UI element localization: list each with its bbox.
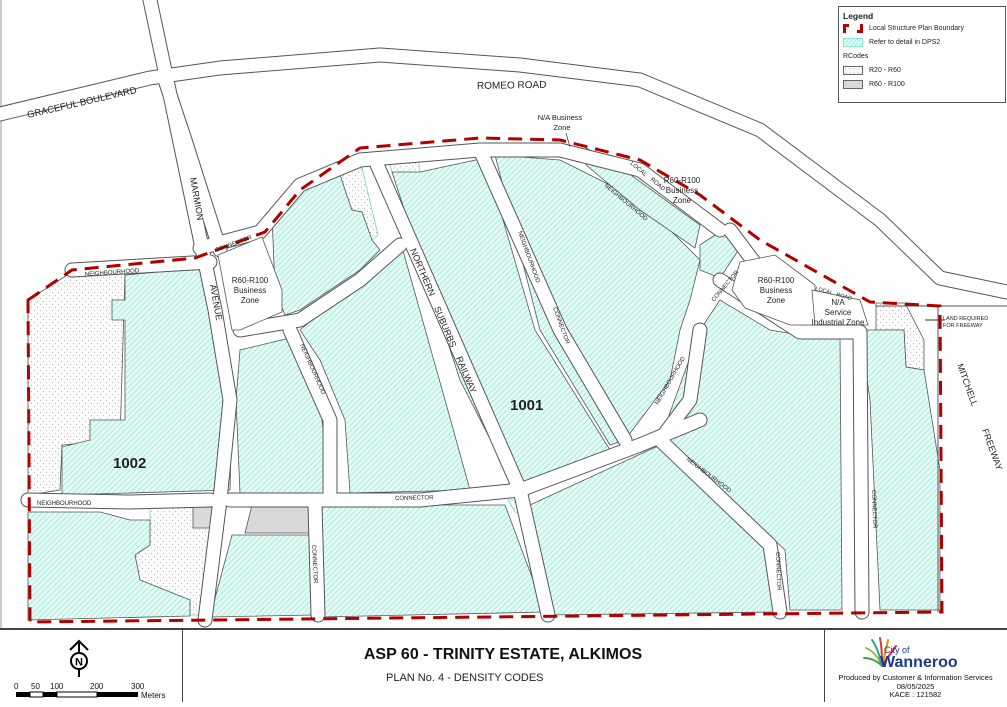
north-scale-panel: N 0 50 100 200 300 Meters <box>0 630 183 702</box>
dps2-hatched-areas <box>27 147 941 621</box>
business-zones <box>217 236 869 331</box>
north-arrow-icon: N <box>16 639 138 698</box>
zone-label-na-service: N/A <box>831 298 845 307</box>
svg-text:Business: Business <box>666 186 698 195</box>
road-label-neighbourhood: NEIGHBOURHOOD <box>37 501 92 507</box>
legend-item-boundary: Local Structure Plan Boundary <box>843 21 1005 35</box>
legend-rcodes-heading: RCodes <box>843 52 869 60</box>
road-label-local: LOCAL <box>814 286 833 296</box>
svg-text:Zone: Zone <box>673 196 692 205</box>
cell-label-1002: 1002 <box>113 455 146 472</box>
cell-label-1001: 1001 <box>510 397 543 414</box>
zone-label-na-business: N/A Business <box>538 113 583 122</box>
legend-title: Legend <box>843 11 874 21</box>
zone-label-na-business: Zone <box>553 123 570 132</box>
legend-item-dps2: Refer to detail in DPS2 <box>843 35 1005 49</box>
svg-text:Business: Business <box>234 286 266 295</box>
production-info: Produced by Customer & Information Servi… <box>838 673 993 699</box>
legend: Legend Local Structure Plan Boundary Ref… <box>838 6 1006 103</box>
svg-text:FOR FREEWAY: FOR FREEWAY <box>943 323 983 329</box>
density-codes-map: GRACEFUL BOULEVARD ROMEO ROAD MARMION AV… <box>0 0 1007 628</box>
svg-text:Zone: Zone <box>767 296 786 305</box>
org-panel: City of Wanneroo Produced by Customer & … <box>824 630 1007 702</box>
city-of-wanneroo-logo-icon <box>863 637 897 667</box>
dots-swatch-icon <box>843 65 863 75</box>
road-network <box>0 0 1007 628</box>
boundary-swatch-icon <box>843 23 863 33</box>
structure-plan-boundary <box>26 136 944 624</box>
org-name: Wanneroo <box>880 654 958 671</box>
road-label-connector: CONNECTOR <box>774 552 781 591</box>
legend-item-r60-r100: R60 - R100 <box>843 77 1005 91</box>
grey-swatch-icon <box>843 79 863 89</box>
road-label-neighbourhood: NEIGHBOURHOOD <box>85 268 140 278</box>
road-label-romeo: ROMEO ROAD <box>477 80 547 92</box>
road-label-road: ROAD <box>835 292 852 302</box>
zone-label-r60-west: R60-R100 <box>232 276 269 285</box>
hatch-swatch-icon <box>843 37 863 47</box>
road-label-connector: CONNECTOR <box>310 545 318 584</box>
plan-title: ASP 60 - TRINITY ESTATE, ALKIMOS <box>363 646 643 663</box>
zone-label-r60-east: R60-R100 <box>758 276 795 285</box>
road-label-connector: CONNECTOR <box>870 490 877 529</box>
title-block: N 0 50 100 200 300 Meters ASP 60 - TRINI… <box>0 628 1007 702</box>
svg-text:N: N <box>75 657 83 669</box>
plan-subtitle: PLAN No. 4 - DENSITY CODES <box>386 672 544 684</box>
scale-unit: Meters <box>141 691 166 700</box>
svg-text:Service: Service <box>825 308 852 317</box>
scale-bar <box>16 691 138 698</box>
title-panel: ASP 60 - TRINITY ESTATE, ALKIMOS PLAN No… <box>182 630 825 702</box>
svg-text:Business: Business <box>760 286 792 295</box>
svg-text:Zone: Zone <box>241 296 260 305</box>
zone-label-r60-north: R60-R100 <box>664 176 701 185</box>
org-city-of: City of <box>884 645 910 655</box>
road-label-connector: CONNECTOR <box>395 495 434 502</box>
land-required-label: LAND REQUIRED <box>943 316 988 322</box>
svg-text:Industrial Zone: Industrial Zone <box>812 318 865 327</box>
legend-item-r20-r60: R20 - R60 <box>843 63 1005 77</box>
